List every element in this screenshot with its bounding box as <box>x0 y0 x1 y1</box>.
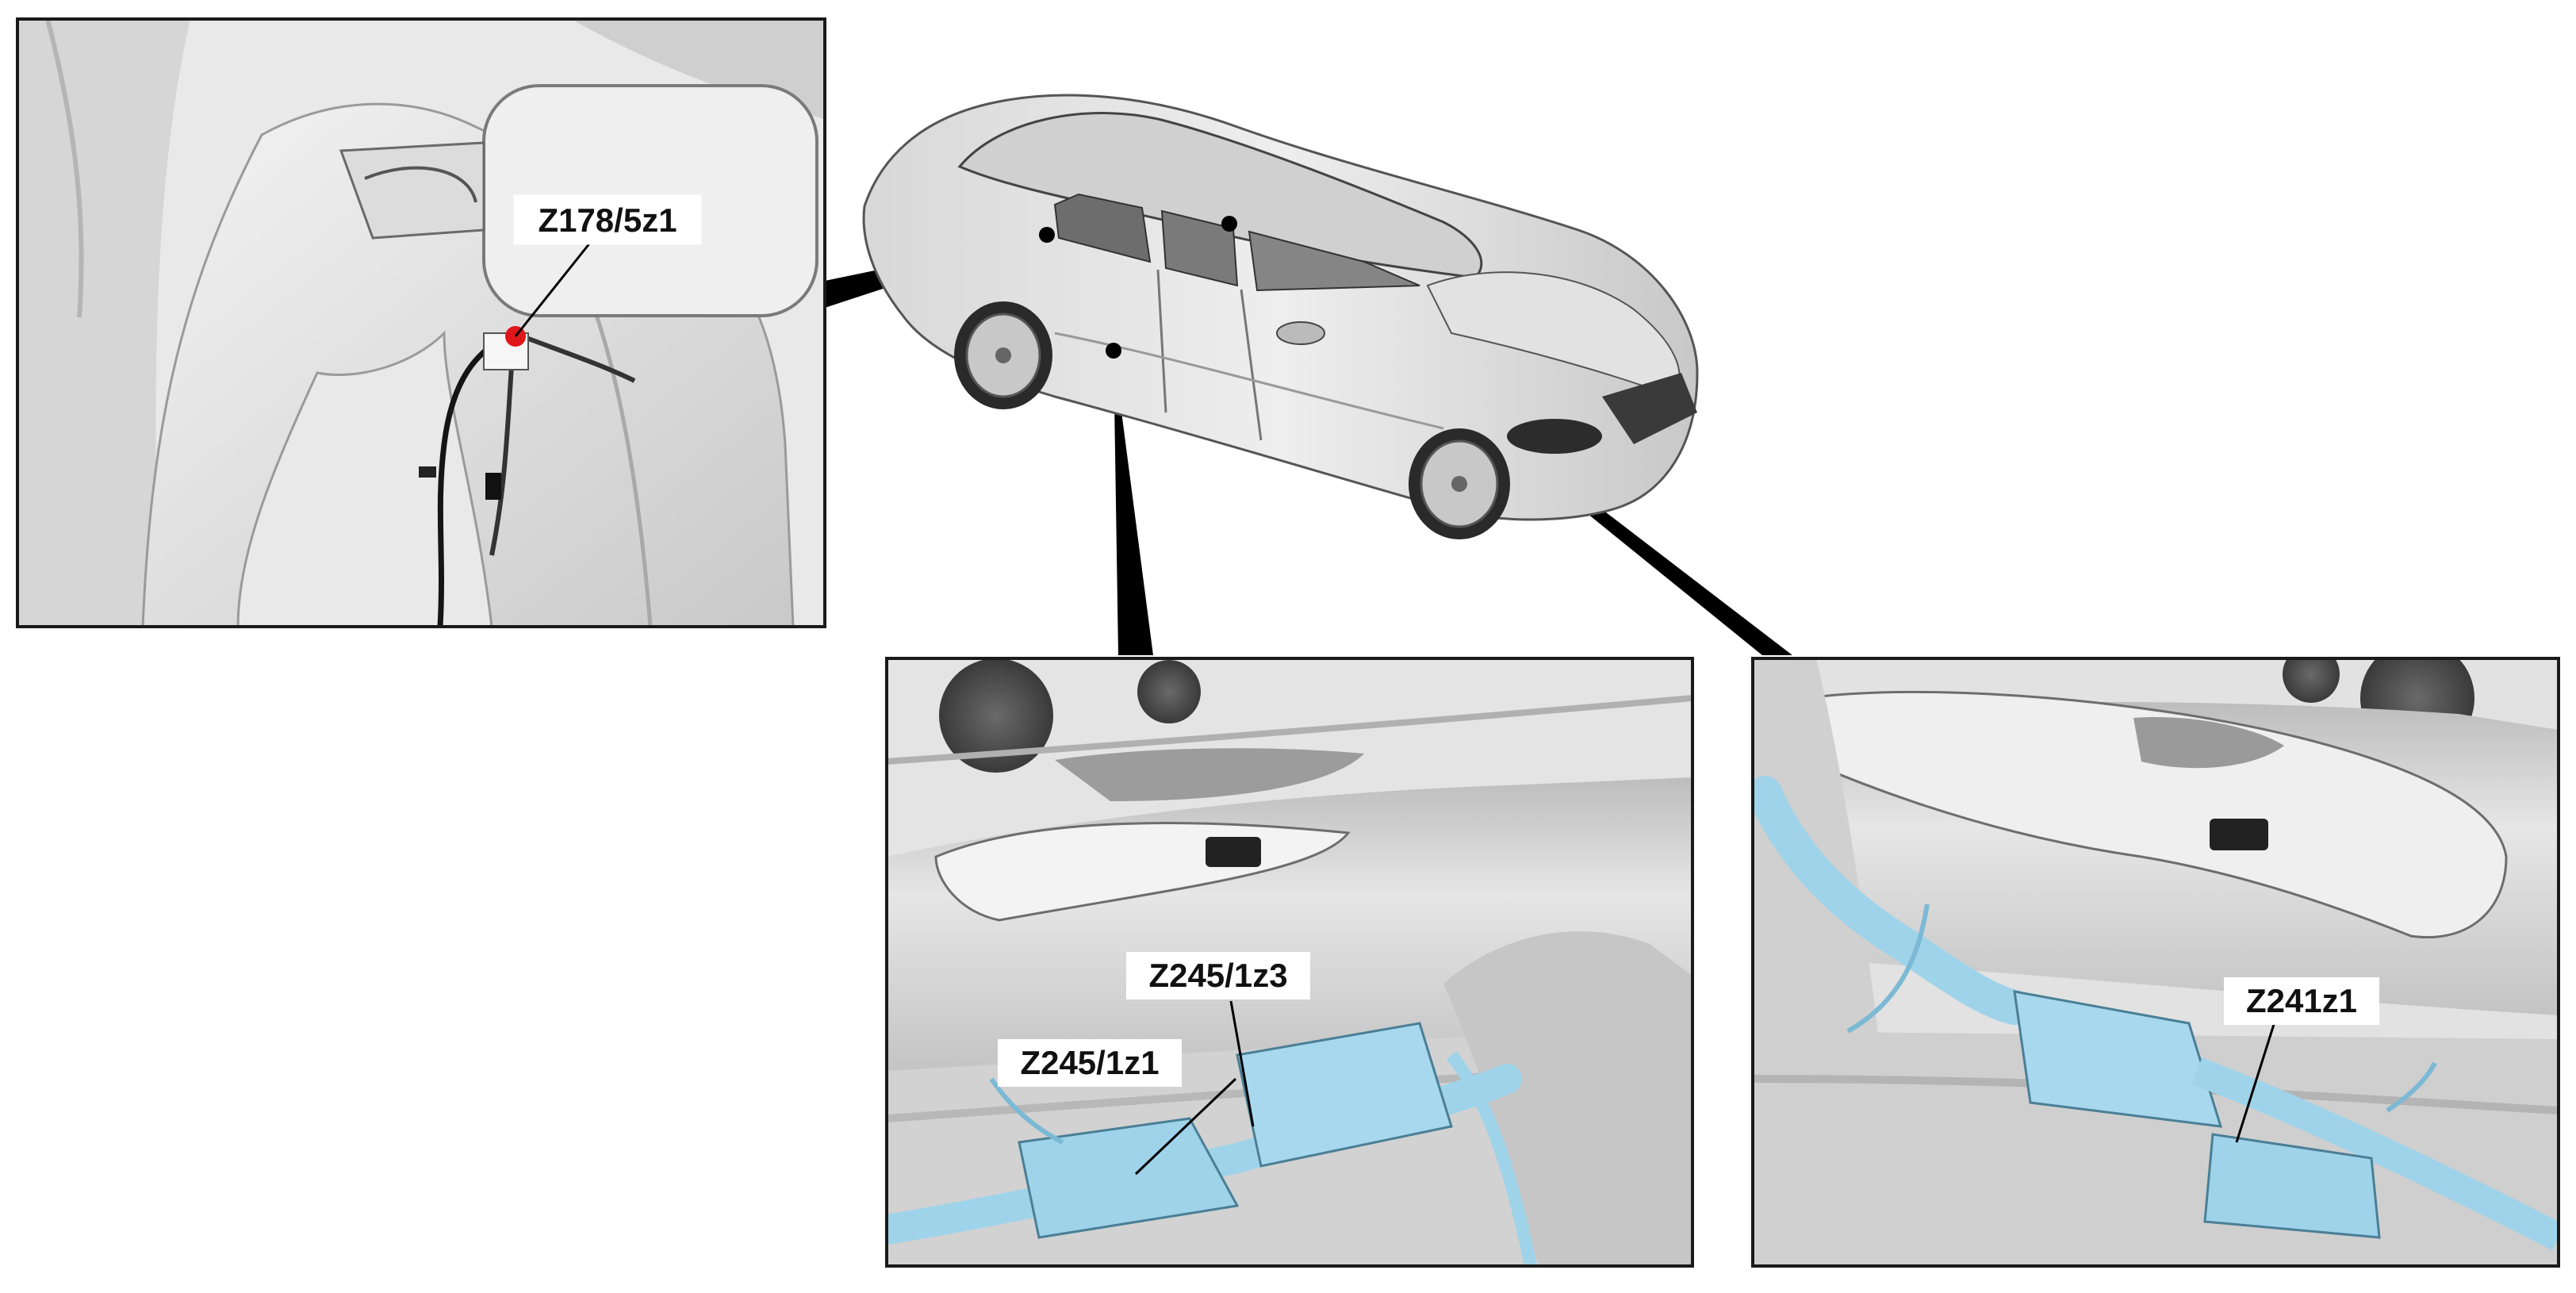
front-wheel <box>1409 428 1510 539</box>
location-dot-front-door <box>1221 216 1237 232</box>
panel-front-door-frame <box>1751 657 2560 1268</box>
harness-rear-door <box>887 1022 1537 1266</box>
harness-front-door <box>1753 776 2559 1251</box>
panel-seat-frame <box>16 17 826 628</box>
label-rear-door-connector-3-text: Z245/1z3 <box>1148 957 1287 994</box>
panel-rear-door-frame <box>885 657 1694 1268</box>
car-illustration <box>862 94 1699 539</box>
callout-wedge-rear-door <box>1114 351 1153 655</box>
label-rear-door-connector-1-text: Z245/1z1 <box>1020 1044 1159 1081</box>
location-dot-seat <box>1039 227 1055 243</box>
rear-wheel <box>954 301 1052 409</box>
location-dot-rear-door <box>1106 343 1121 359</box>
label-seat-connector: Z178/5z1 <box>513 194 702 245</box>
label-front-door-connector-text: Z241z1 <box>2246 982 2357 1019</box>
label-rear-door-connector-1: Z245/1z1 <box>998 1039 1182 1087</box>
label-front-door-connector: Z241z1 <box>2224 977 2379 1025</box>
panel-seat <box>17 19 825 627</box>
panel-front-door <box>1753 658 2559 1266</box>
label-rear-door-connector-3: Z245/1z3 <box>1126 952 1310 999</box>
label-seat-connector-text: Z178/5z1 <box>538 201 677 239</box>
